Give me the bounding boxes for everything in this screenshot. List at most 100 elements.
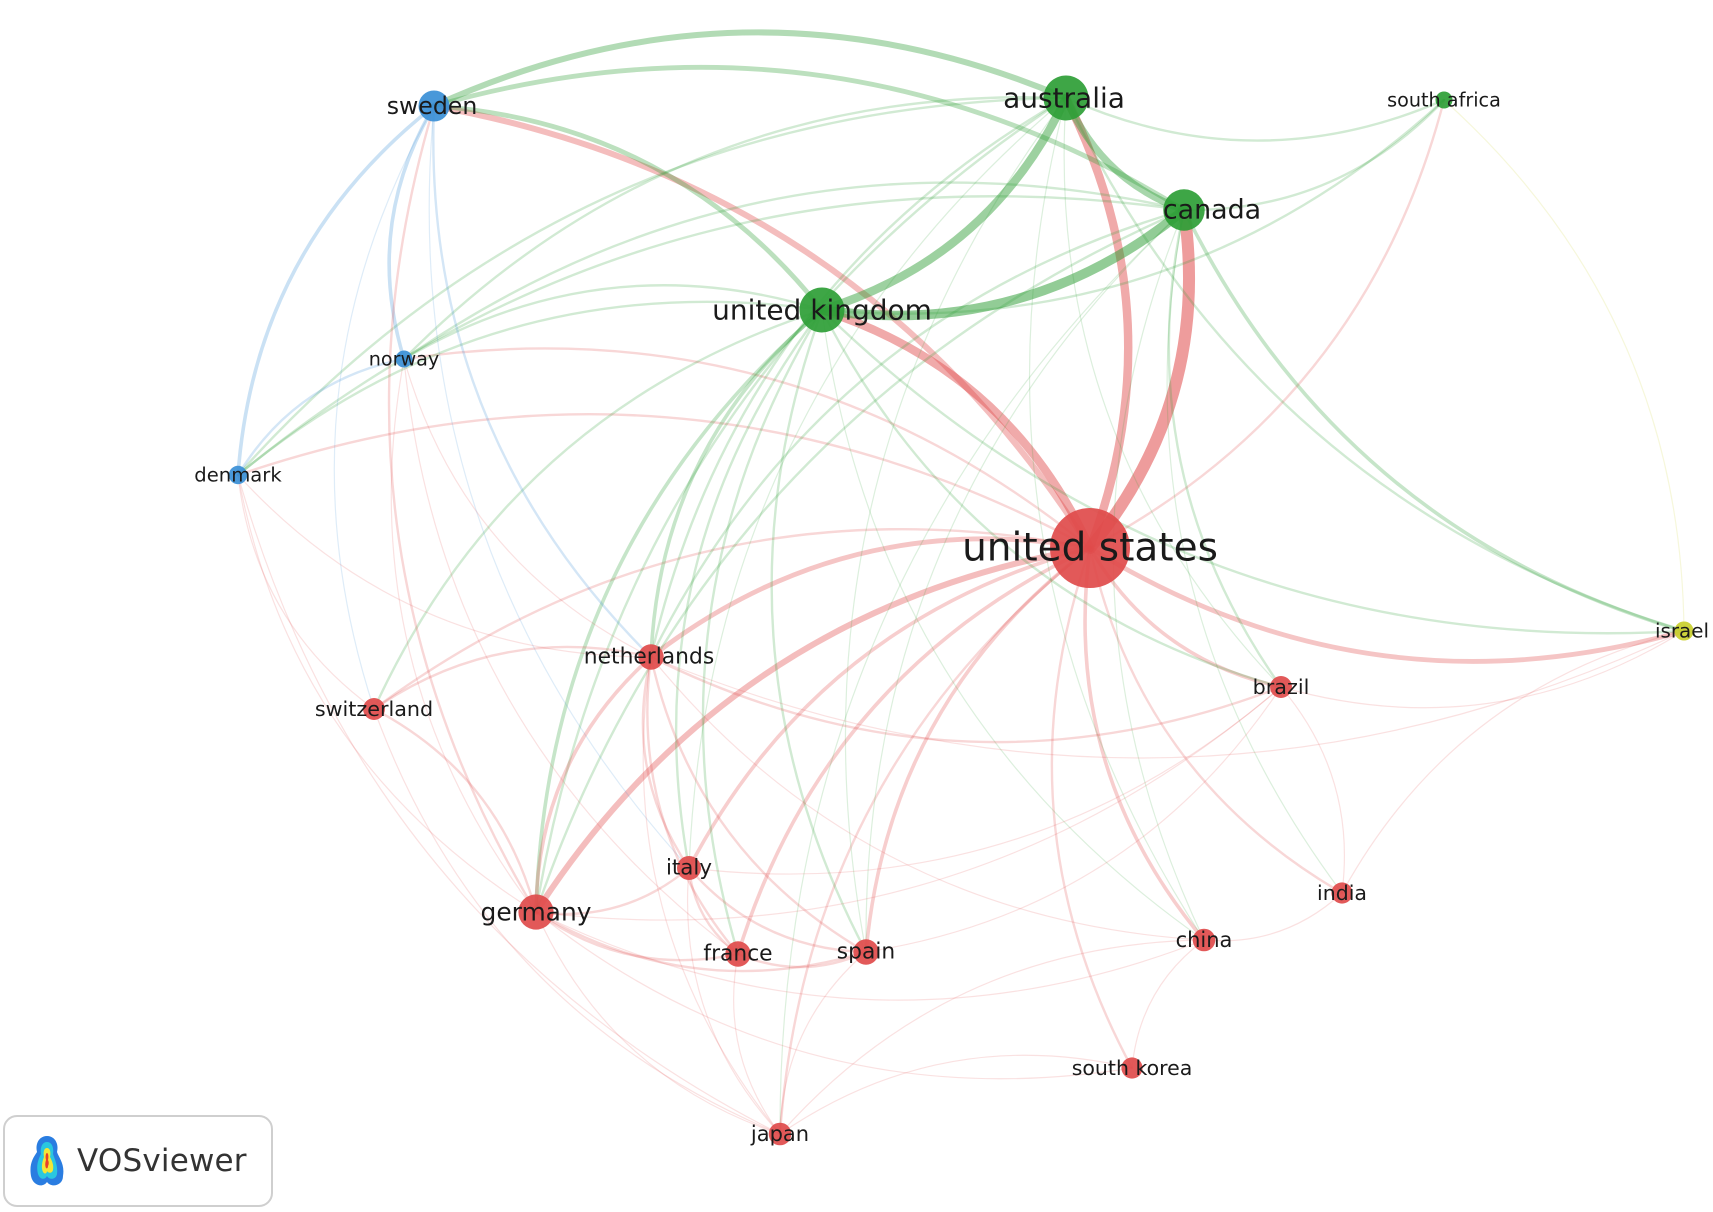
label-spain: spain [837, 940, 895, 965]
node-japan[interactable] [768, 1122, 792, 1146]
label-switzerland: switzerland [315, 697, 433, 721]
link-norway-germany [390, 358, 537, 913]
node-brazil[interactable] [1270, 676, 1292, 698]
label-france: france [703, 942, 772, 967]
link-united_states-canada [1084, 204, 1195, 554]
link-norway-denmark [236, 357, 406, 477]
link-germany-china [535, 911, 1205, 1001]
link-australia-china [1028, 97, 1205, 941]
link-netherlands-switzerland [372, 645, 653, 711]
link-brazil-israel [1280, 630, 1685, 709]
node-spain[interactable] [853, 939, 879, 965]
link-united_kingdom-switzerland [372, 308, 824, 711]
node-south-africa[interactable] [1435, 91, 1453, 109]
vosviewer-brand-name: VOSviewer [77, 1143, 247, 1179]
link-india-brazil [1280, 686, 1345, 894]
node-israel[interactable] [1674, 621, 1694, 641]
node-united-kingdom[interactable] [799, 287, 845, 333]
node-switzerland[interactable] [363, 698, 385, 720]
link-netherlands-italy [641, 655, 691, 870]
link-united_states-netherlands [648, 536, 1093, 660]
link-italy-brazil [688, 686, 1282, 875]
label-united-states: united states [962, 526, 1218, 571]
link-australia-denmark [236, 96, 1068, 477]
node-netherlands[interactable] [638, 644, 664, 670]
link-netherlands-japan [642, 656, 781, 1135]
link-italy-japan [686, 867, 781, 1135]
node-sweden[interactable] [418, 90, 450, 122]
link-netherlands-china [650, 656, 1205, 941]
link-israel-india [1341, 630, 1685, 894]
label-israel: israel [1655, 620, 1709, 643]
link-netherlands-spain [649, 655, 868, 954]
link-australia-israel [1064, 96, 1686, 633]
link-netherlands-brazil [649, 655, 1283, 744]
link-canada-south_africa [1182, 98, 1446, 212]
link-germany-switzerland [372, 707, 538, 914]
links-layer [236, 29, 1687, 1136]
link-united_states-south_korea [1050, 546, 1134, 1070]
link-canada-japan [779, 209, 1185, 1135]
node-italy[interactable] [677, 856, 701, 880]
node-australia[interactable] [1043, 75, 1089, 121]
link-united_kingdom-brazil [820, 308, 1283, 689]
link-united_kingdom-sweden [431, 103, 825, 313]
node-france[interactable] [725, 941, 751, 967]
label-india: india [1317, 881, 1367, 905]
link-sweden-switzerland [333, 105, 435, 710]
link-denmark-switzerland [237, 474, 375, 710]
node-india[interactable] [1331, 882, 1353, 904]
link-australia-netherlands [649, 96, 1068, 659]
link-israel-south_africa [1443, 99, 1685, 632]
link-united_states-france [736, 546, 1092, 956]
link-netherlands-israel [650, 630, 1685, 759]
link-united_kingdom-south_africa [820, 98, 1446, 315]
link-united_states-italy [687, 546, 1092, 870]
node-china[interactable] [1192, 928, 1216, 952]
link-denmark-japan [237, 474, 781, 1135]
link-united_states-germany [533, 545, 1093, 915]
label-japan: japan [750, 1122, 809, 1146]
link-australia-italy [688, 97, 1067, 869]
link-denmark-germany [237, 474, 537, 913]
label-south-korea: south korea [1072, 1056, 1193, 1080]
label-brazil: brazil [1253, 675, 1310, 699]
node-south-korea[interactable] [1121, 1057, 1143, 1079]
link-australia-norway [402, 96, 1068, 361]
link-united_states-israel [1087, 545, 1687, 664]
link-australia-germany [534, 96, 1068, 914]
link-germany-brazil [535, 686, 1282, 921]
link-norway-france [403, 358, 739, 955]
link-denmark-netherlands [237, 474, 652, 658]
link-united_kingdom-italy [674, 308, 824, 870]
link-united_kingdom-israel [820, 308, 1686, 635]
label-australia: australia [1003, 82, 1125, 115]
link-united_states-china [1083, 546, 1206, 942]
link-sweden-norway [387, 104, 436, 361]
node-canada[interactable] [1163, 189, 1205, 231]
link-spain-japan [779, 951, 867, 1135]
link-united_states-sweden [431, 103, 1093, 551]
label-germany: germany [481, 898, 592, 927]
link-sweden-italy [428, 105, 690, 869]
link-germany-italy [534, 866, 691, 916]
link-united_states-australia [1061, 93, 1133, 553]
label-denmark: denmark [194, 464, 282, 487]
link-canada-germany [534, 208, 1186, 914]
link-united_kingdom-canada [817, 205, 1189, 321]
link-united_states-japan [778, 546, 1092, 1136]
node-united-states[interactable] [1050, 508, 1130, 588]
link-switzerland-japan [373, 708, 781, 1135]
link-united_states-switzerland [372, 527, 1092, 711]
link-canada-netherlands [649, 208, 1186, 659]
link-canada-sweden [431, 64, 1187, 213]
link-united_states-india [1088, 546, 1344, 895]
label-italy: italy [666, 856, 712, 881]
label-united-kingdom: united kingdom [712, 294, 932, 327]
node-norway[interactable] [395, 350, 413, 368]
label-netherlands: netherlands [584, 645, 714, 670]
link-canada-israel [1182, 208, 1686, 633]
node-germany[interactable] [518, 894, 554, 930]
node-denmark[interactable] [228, 465, 248, 485]
